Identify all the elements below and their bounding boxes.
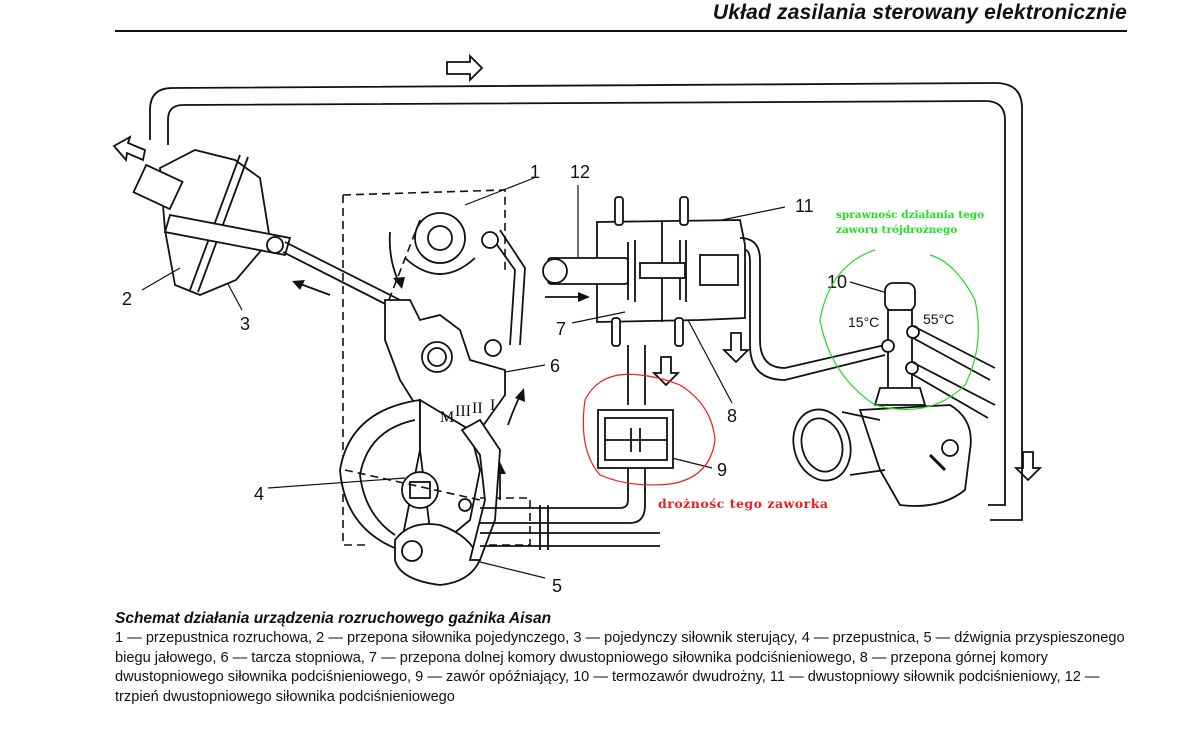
caption-title: Schemat działania urządzenia rozruchoweg… [115,610,552,627]
part-label-10: 10 [827,272,847,292]
part-label-5: 5 [552,576,562,596]
leader-lines [141,177,885,579]
single-actuator [132,149,292,296]
annotation-red-note: drożnośc tego zaworka [658,496,829,511]
part-label-11: 11 [795,196,814,216]
caption-body: 1 — przepustnica rozruchowa, 2 — przepon… [115,630,1125,705]
flow-arrow-icon [446,53,484,83]
carburetor-diagram: 1 12 11 2 3 4 5 6 7 8 9 10 15°C 55°C M I… [112,53,1043,596]
actuator-rod [284,241,411,306]
vacuum-hoses-bottom [480,488,660,550]
part-label-8: 8 [727,406,737,426]
throttle-body [339,398,501,586]
thermo-valve [792,282,996,507]
temp-label-high: 55°C [923,311,954,327]
flow-arrow-icon [1013,451,1043,482]
stage-mark-ii: II [472,400,483,417]
part-label-9: 9 [717,460,727,480]
stepped-cam [384,299,506,447]
vacuum-hose-top [149,82,1023,521]
flow-arrow-icon [112,135,147,163]
part-label-3: 3 [240,314,250,334]
page-title: Układ zasilania sterowany elektronicznie [712,1,1127,24]
title-rule [115,30,1127,32]
temp-label-low: 15°C [848,314,879,330]
two-stage-actuator [542,196,886,381]
stage-mark-iii: III [455,403,471,420]
choke-valve [384,212,526,346]
annotation-circle-green [819,249,979,411]
stage-mark-m: M [440,409,454,426]
stage-mark-i: I [490,397,495,414]
part-label-6: 6 [550,356,560,376]
annotation-circle-red [582,373,716,486]
flow-arrow-icon [651,356,681,387]
delay-valve [597,345,674,490]
part-label-7: 7 [556,319,566,339]
motion-arrow-icon [292,280,331,296]
part-label-4: 4 [254,484,264,504]
carburetor-outline [342,189,531,546]
motion-arrow-icon [388,231,405,289]
part-label-2: 2 [122,289,132,309]
part-label-1: 1 [530,162,540,182]
motion-arrow-icon [545,292,590,302]
flow-arrow-icon [721,332,751,364]
annotation-green-note: sprawnośc działania tego zaworu trójdroż… [836,209,985,236]
figure-caption: Schemat działania urządzenia rozruchoweg… [115,610,1135,707]
motion-arrow-icon [507,388,525,426]
part-label-12: 12 [570,162,590,182]
